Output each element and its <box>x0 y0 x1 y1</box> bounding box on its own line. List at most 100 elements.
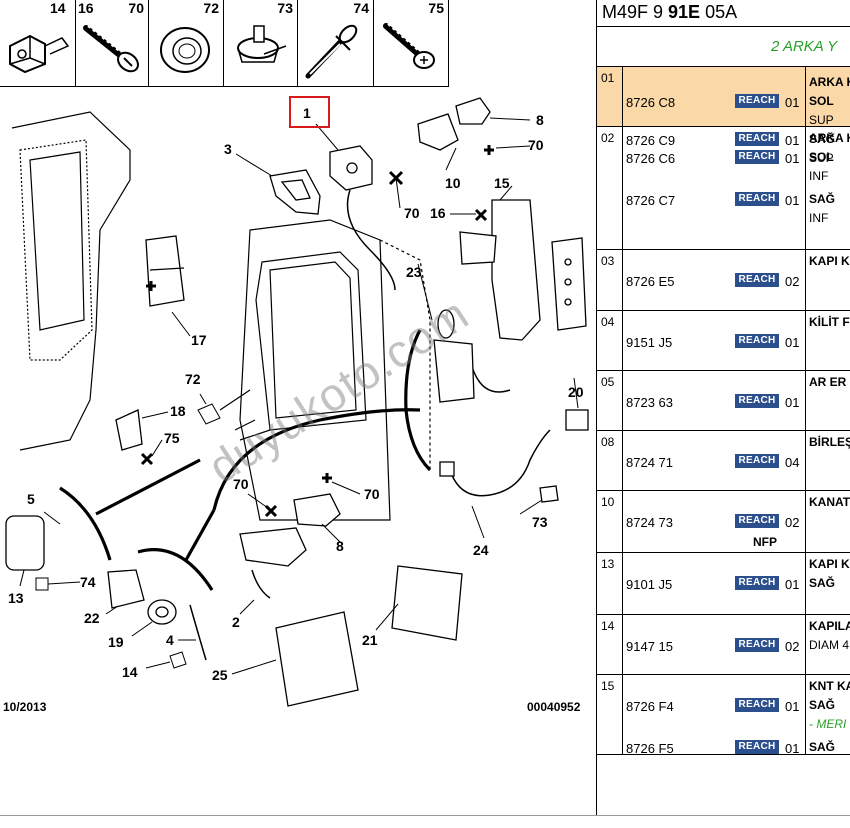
callout-14[interactable]: 14 <box>122 664 138 680</box>
quantity: 02 <box>785 515 800 530</box>
column-divider <box>622 127 623 249</box>
callout-10[interactable]: 10 <box>445 175 461 191</box>
part-description: BİRLEŞ <box>809 435 850 449</box>
callout-17[interactable]: 17 <box>191 332 207 348</box>
bottom-divider <box>0 815 850 816</box>
part-number[interactable]: 9101 J5 <box>626 577 673 592</box>
part-description: KAPI K <box>809 254 850 268</box>
selected-part-highlight[interactable] <box>289 96 330 128</box>
part-number[interactable]: 8726 F5 <box>626 741 674 756</box>
callout-20[interactable]: 20 <box>568 384 584 400</box>
callout-24[interactable]: 24 <box>473 542 489 558</box>
icon-cell-73[interactable]: 73 <box>224 0 298 87</box>
part-number[interactable]: 8723 63 <box>626 395 673 410</box>
part-description: KANAT <box>809 495 850 509</box>
part-number[interactable]: 8726 F4 <box>626 699 674 714</box>
part-number[interactable]: 8726 C9 <box>626 133 676 148</box>
part-description: KNT KA <box>809 679 850 693</box>
column-divider <box>805 127 806 249</box>
icon-cell-70[interactable]: 16 70 <box>76 0 149 87</box>
part-number[interactable]: 9151 J5 <box>626 335 673 350</box>
reach-badge: REACH <box>735 334 779 348</box>
callout-70[interactable]: 70 <box>233 476 249 492</box>
callout-21[interactable]: 21 <box>362 632 378 648</box>
callout-70[interactable]: 70 <box>404 205 420 221</box>
reach-badge: REACH <box>735 150 779 164</box>
quantity: 01 <box>785 151 800 166</box>
icon-number: 70 <box>128 0 144 16</box>
callout-5[interactable]: 5 <box>27 491 35 507</box>
callout-25[interactable]: 25 <box>212 667 228 683</box>
column-divider <box>622 615 623 674</box>
icon-number: 14 <box>50 0 66 16</box>
model-suffix: 05A <box>700 2 738 22</box>
reach-badge: REACH <box>735 698 779 712</box>
quantity: 01 <box>785 395 800 410</box>
part-description: ARKA K <box>809 75 850 89</box>
callout-74[interactable]: 74 <box>80 574 96 590</box>
callout-22[interactable]: 22 <box>84 610 100 626</box>
part-number[interactable]: 8726 E5 <box>626 274 675 289</box>
callout-8[interactable]: 8 <box>336 538 344 554</box>
callout-4[interactable]: 4 <box>166 632 174 648</box>
callout-13[interactable]: 13 <box>8 590 24 606</box>
callout-1[interactable]: 1 <box>303 105 311 121</box>
icon-cell-75[interactable]: 75 <box>374 0 449 87</box>
icon-number: 75 <box>428 0 444 16</box>
part-description: SUP <box>809 151 834 165</box>
callout-70[interactable]: 70 <box>364 486 380 502</box>
callout-16[interactable]: 16 <box>430 205 446 221</box>
callout-75[interactable]: 75 <box>164 430 180 446</box>
callout-23[interactable]: 23 <box>406 264 422 280</box>
part-number[interactable]: 9147 15 <box>626 639 673 654</box>
callout-70[interactable]: 70 <box>528 137 544 153</box>
part-number[interactable]: 8724 71 <box>626 455 673 470</box>
callout-73[interactable]: 73 <box>532 514 548 530</box>
callout-72[interactable]: 72 <box>185 371 201 387</box>
section-header: 2 ARKA Y <box>597 27 850 67</box>
quantity: 01 <box>785 95 800 110</box>
column-divider <box>805 371 806 430</box>
callout-19[interactable]: 19 <box>108 634 124 650</box>
part-number[interactable]: 8724 73 <box>626 515 673 530</box>
part-number[interactable]: 8726 C6 <box>626 151 676 166</box>
reach-badge: REACH <box>735 576 779 590</box>
column-divider <box>805 431 806 490</box>
icon-cell-74[interactable]: 74 <box>298 0 374 87</box>
callout-3[interactable]: 3 <box>224 141 232 157</box>
part-number[interactable]: 8726 C8 <box>626 95 676 110</box>
row-ref-number: 08 <box>601 435 615 449</box>
icon-cell-72[interactable]: 72 <box>149 0 224 87</box>
column-divider <box>622 250 623 310</box>
icon-cell-14-16[interactable]: 14 <box>0 0 76 87</box>
part-number[interactable]: 8726 C7 <box>626 193 676 208</box>
callout-2[interactable]: 2 <box>232 614 240 630</box>
callout-15[interactable]: 15 <box>494 175 510 191</box>
drawing-code: 00040952 <box>527 700 581 714</box>
callout-18[interactable]: 18 <box>170 403 186 419</box>
callout-8[interactable]: 8 <box>536 112 544 128</box>
